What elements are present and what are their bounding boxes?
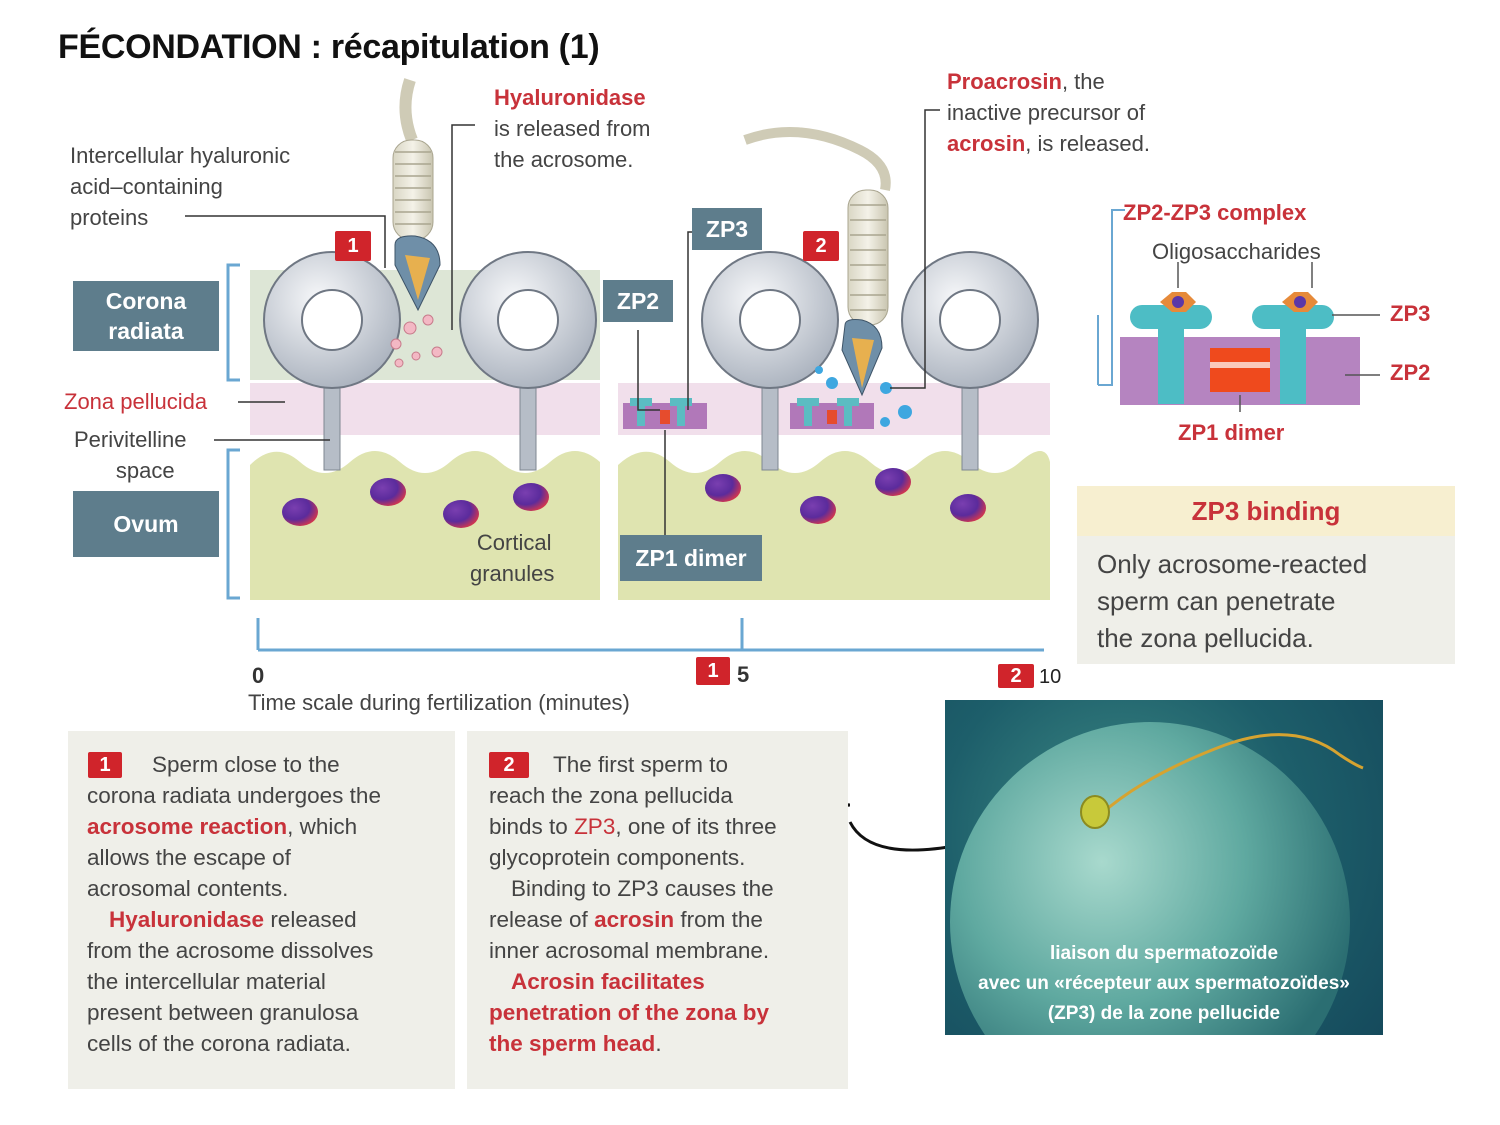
- page-title: FÉCONDATION : récapitulation (1): [58, 28, 600, 66]
- granulosa-cell: [459, 251, 597, 471]
- perivitelline-label: Perivitelline space: [74, 427, 187, 483]
- panel-1-text: Sperm close to the corona radiata underg…: [87, 752, 381, 1056]
- step-2-marker: 2: [803, 231, 839, 261]
- step-1-marker: 1: [335, 231, 371, 261]
- time-scale-axis: [256, 618, 1044, 652]
- corona-bracket: [226, 263, 240, 382]
- timeline-step-2: 2: [998, 664, 1034, 688]
- binding-text: Only acrosome-reacted sperm can penetrat…: [1077, 536, 1455, 664]
- tick-10: 10: [1039, 666, 1062, 688]
- complex-zp3-label: ZP3: [1390, 301, 1431, 326]
- oocyte-illustration: [950, 722, 1364, 1035]
- sperm-1: [390, 78, 443, 368]
- panel-2-marker: 2: [489, 752, 529, 778]
- zp-complex-diagram: [1097, 209, 1380, 412]
- oocyte-photo: liaison du spermatozoïde avec un «récept…: [945, 700, 1383, 1035]
- zp3-box: ZP3: [692, 208, 762, 250]
- sperm-2: [743, 127, 912, 427]
- zp-units-right: [790, 398, 874, 429]
- hyaluronic-label: Intercellular hyaluronic acid–containing…: [70, 143, 291, 230]
- hyaluronidase-label: Hyaluronidase is released from the acros…: [494, 85, 651, 172]
- granulosa-cell: [701, 251, 839, 471]
- panel-2-text: The first sperm to reach the zona pelluc…: [489, 752, 777, 1056]
- zp-units-left: [623, 398, 707, 429]
- zp2-box: ZP2: [603, 280, 673, 322]
- granulosa-cell: [901, 251, 1039, 471]
- complex-zp2-label: ZP2: [1390, 360, 1431, 385]
- tick-0: 0: [252, 663, 265, 688]
- proacrosin-label: Proacrosin, the inactive precursor of ac…: [947, 69, 1150, 156]
- granulosa-cell: [263, 251, 401, 471]
- complex-title: ZP2-ZP3 complex: [1123, 200, 1307, 225]
- zona-layer-left: [250, 383, 600, 435]
- zp1-dimer-box: ZP1 dimer: [620, 535, 762, 581]
- ovum-box: Ovum: [73, 491, 219, 557]
- binding-header: ZP3 binding: [1077, 486, 1455, 536]
- panel-1-marker: 1: [88, 752, 122, 778]
- ovum-left: [250, 451, 600, 600]
- cortical-granules-label: Cortical granules: [470, 530, 555, 586]
- oligosaccharides-label: Oligosaccharides: [1152, 239, 1321, 264]
- tick-5: 5: [737, 662, 750, 687]
- zona-pellucida-label: Zona pellucida: [64, 389, 208, 414]
- explanation-panel-2: [467, 731, 848, 1089]
- photo-caption: liaison du spermatozoïde avec un «récept…: [978, 943, 1350, 1024]
- complex-zp1-label: ZP1 dimer: [1178, 420, 1285, 445]
- timescale-label: Time scale during fertilization (minutes…: [248, 690, 630, 715]
- explanation-panel-1: [68, 731, 455, 1089]
- ovum-bracket: [226, 448, 240, 600]
- cortical-granules: [282, 468, 986, 528]
- timeline-step-1: 1: [696, 657, 730, 685]
